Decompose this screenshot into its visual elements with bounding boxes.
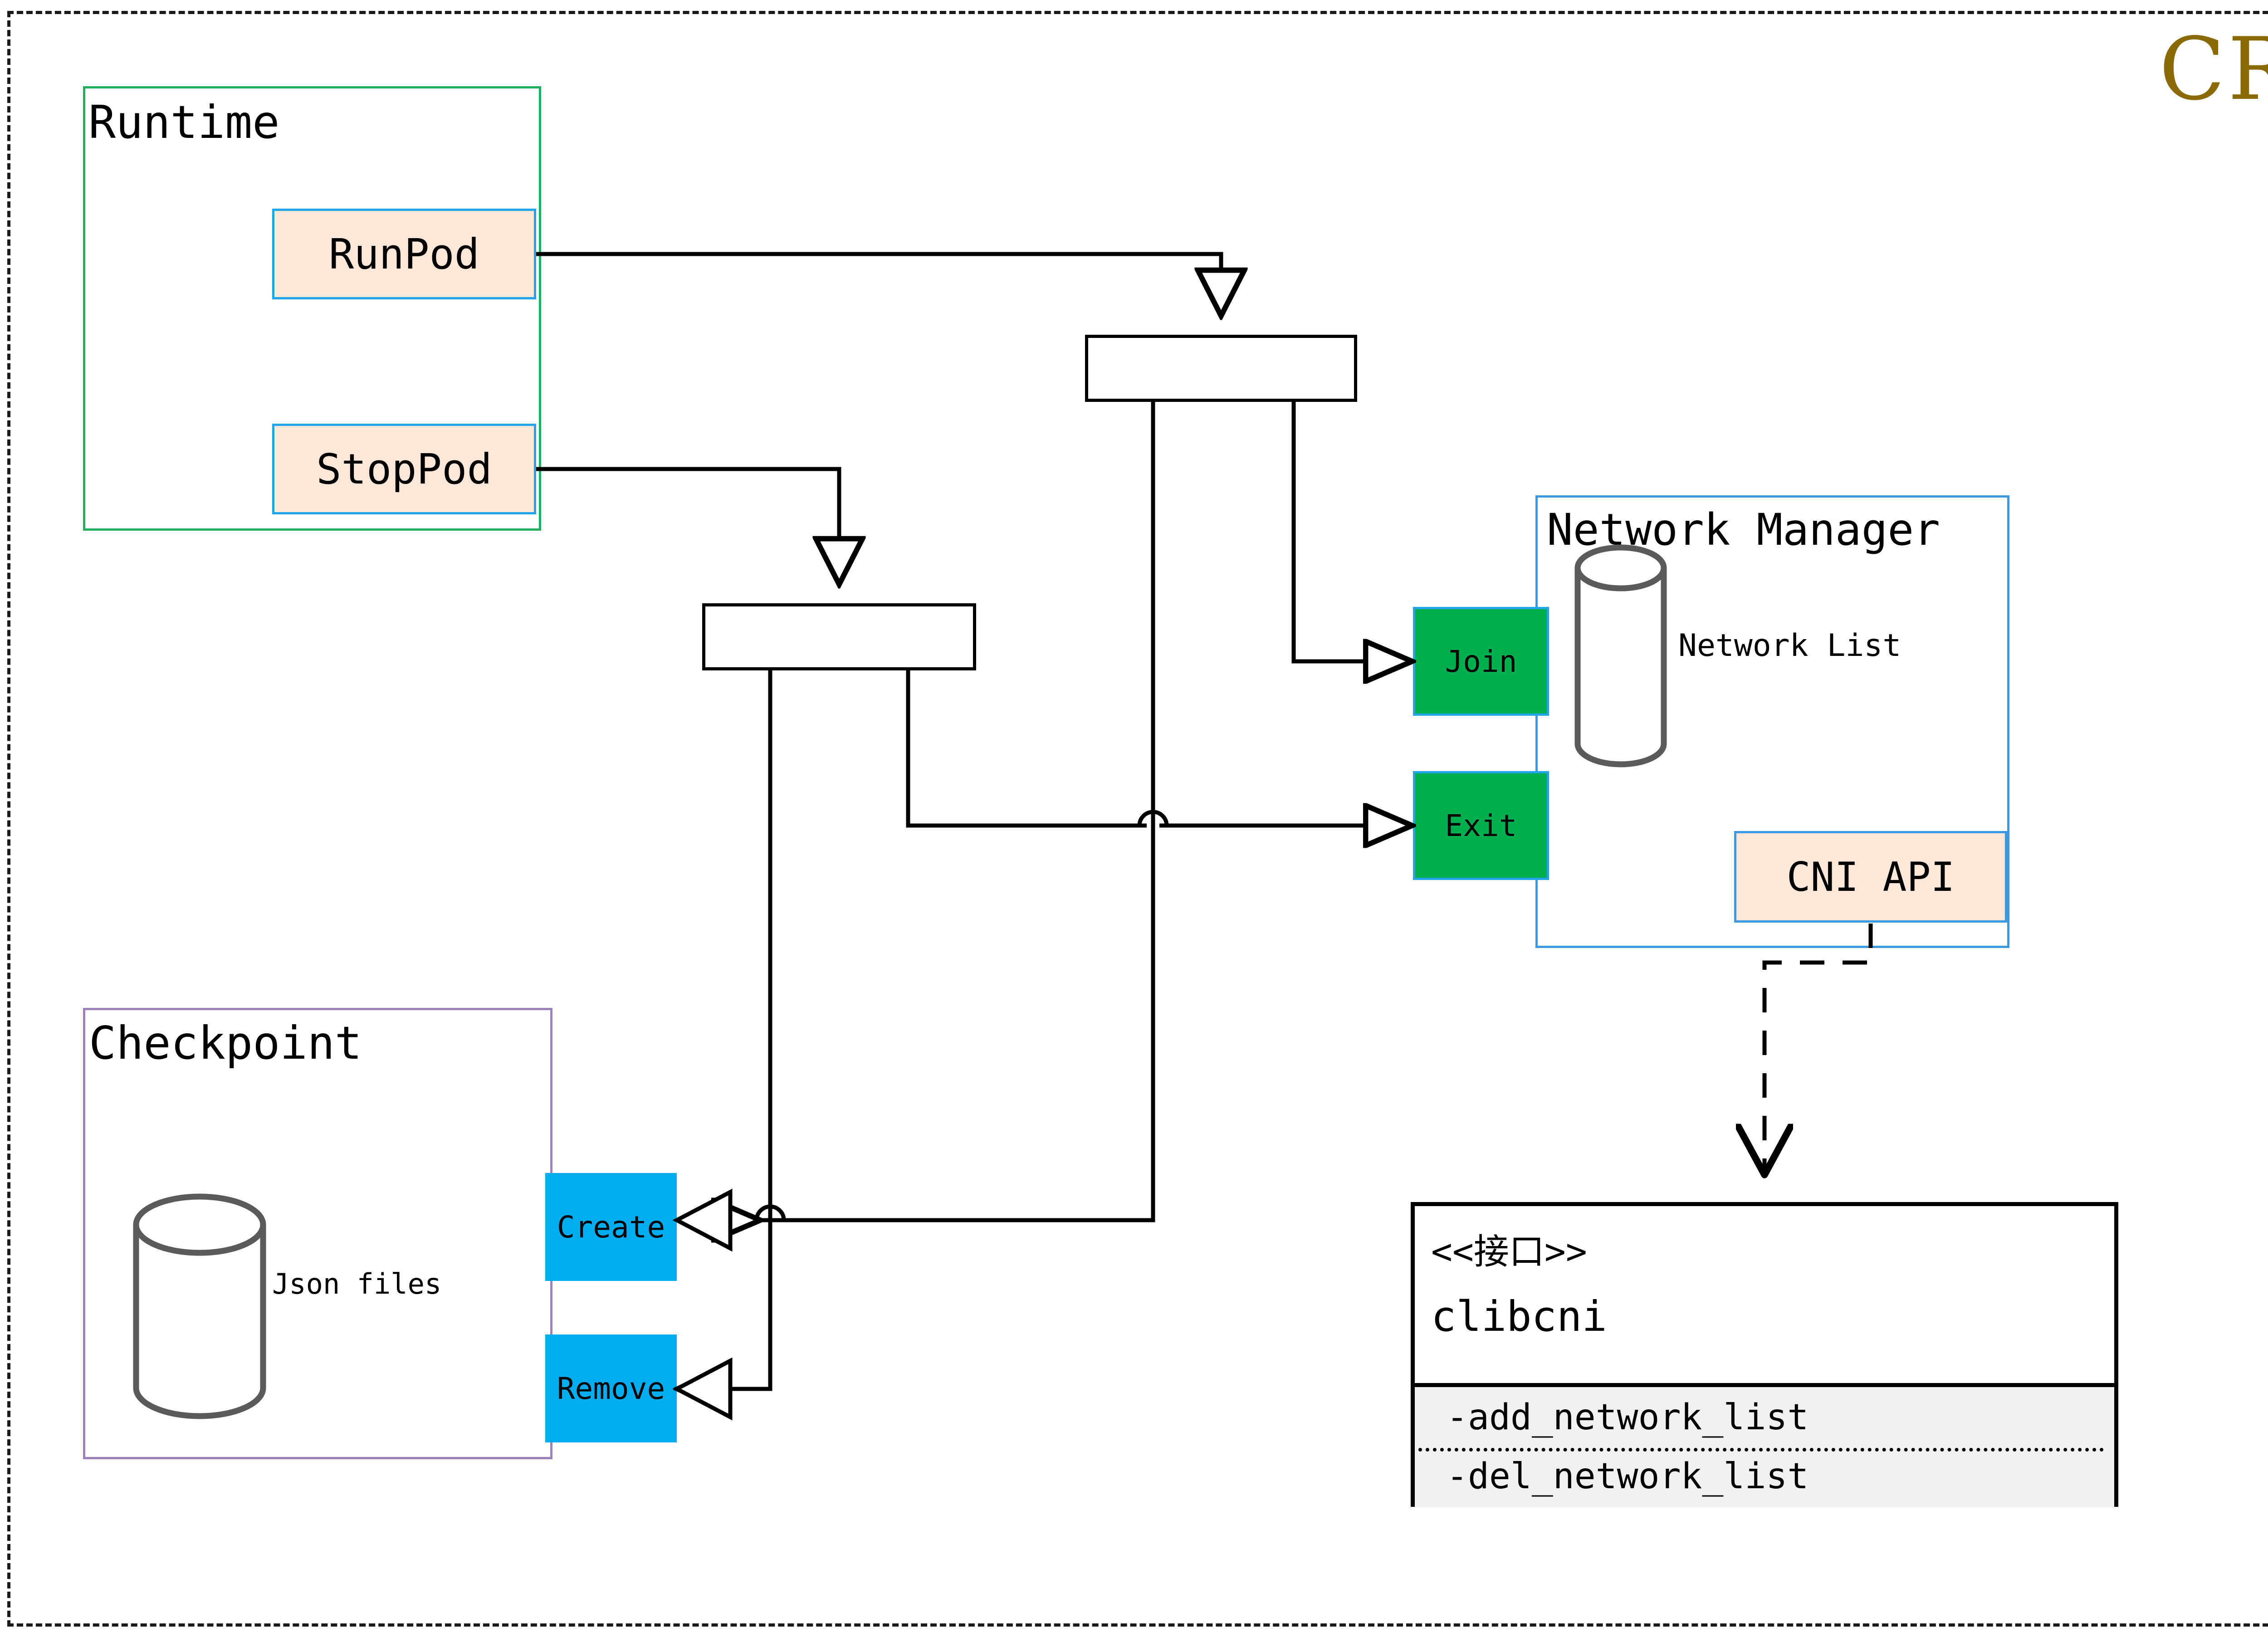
fork-bar-lower <box>702 603 976 670</box>
checkpoint-label: Checkpoint <box>89 1017 362 1070</box>
clibcni-operation-del: -del_network_list <box>1447 1456 1809 1497</box>
checkpoint-container <box>83 1008 552 1459</box>
clibcni-operations-compartment: -add_network_list -del_network_list <box>1415 1383 2114 1507</box>
exit-operation-box[interactable]: Exit <box>1413 771 1549 880</box>
remove-operation-box[interactable]: Remove <box>545 1334 677 1442</box>
network-manager-label: Network Manager <box>1547 504 1940 555</box>
json-files-label: Json files <box>272 1267 442 1300</box>
clibcni-operation-add: -add_network_list <box>1447 1397 1809 1438</box>
stoppod-operation-box[interactable]: StopPod <box>272 424 536 514</box>
cni-api-box[interactable]: CNI API <box>1734 831 2007 923</box>
fork-bar-top <box>1085 335 1357 402</box>
create-operation-box[interactable]: Create <box>545 1173 677 1281</box>
clibcni-name: clibcni <box>1431 1292 1607 1341</box>
clibcni-operation-divider <box>1418 1448 2104 1452</box>
runpod-operation-box[interactable]: RunPod <box>272 209 536 299</box>
join-operation-box[interactable]: Join <box>1413 607 1549 716</box>
clibcni-header: <<接口>> clibcni <box>1415 1206 2114 1383</box>
clibcni-stereotype: <<接口>> <box>1431 1232 1587 1272</box>
clibcni-interface-box[interactable]: <<接口>> clibcni -add_network_list -del_ne… <box>1411 1202 2118 1507</box>
network-list-label: Network List <box>1678 628 1901 664</box>
outer-dashed-frame <box>7 11 2268 1627</box>
page-title: CRI <box>2159 19 2268 119</box>
runtime-label: Runtime <box>88 96 280 149</box>
